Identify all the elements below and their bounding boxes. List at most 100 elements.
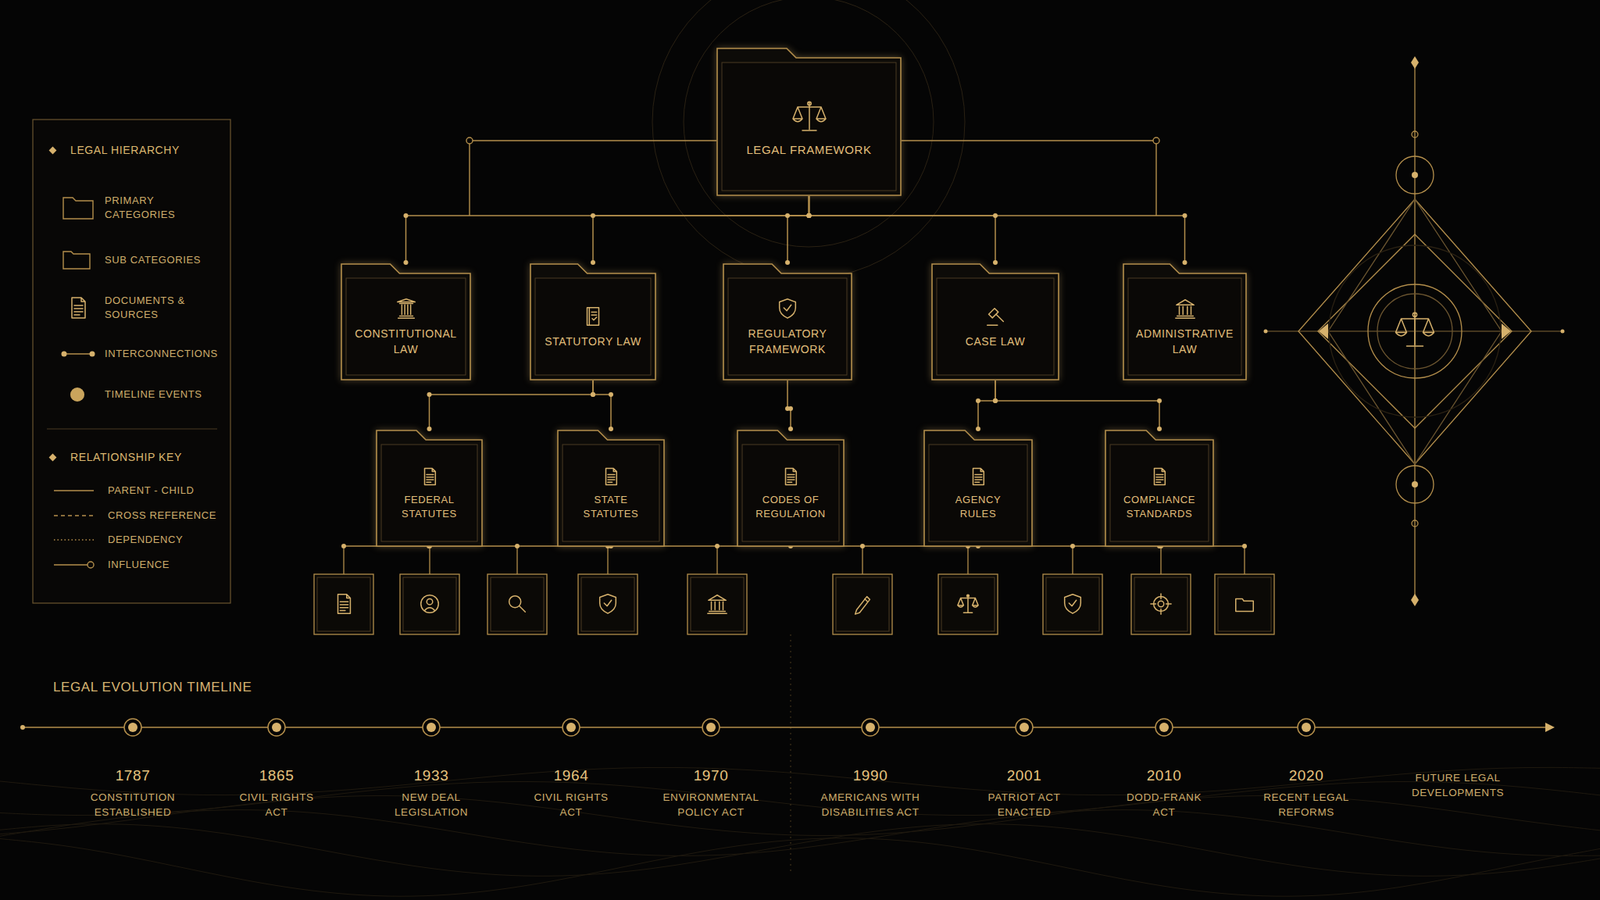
- legend-heading: RELATIONSHIP KEY: [70, 450, 183, 466]
- timeline-dot: [124, 718, 142, 736]
- timeline-event: PATRIOT ACT ENACTED: [973, 790, 1075, 821]
- document-icon: [707, 595, 727, 614]
- folder-outline: [1122, 263, 1247, 381]
- wave-texture: [0, 767, 1600, 897]
- folder-label: CONSTITUTIONAL LAW: [353, 326, 459, 358]
- bullet-diamond: [49, 453, 58, 462]
- subcategory-folder: COMPLIANCE STANDARDS: [1104, 429, 1215, 547]
- folder-outline: [1104, 429, 1215, 547]
- folder-icon: [780, 466, 801, 487]
- timeline-event: FUTURE LEGAL DEVELOPMENTS: [1410, 771, 1505, 801]
- timeline-event: RECENT LEGAL REFORMS: [1255, 790, 1358, 821]
- legend-sample: [63, 197, 93, 219]
- document-icon: [1235, 598, 1254, 611]
- timeline-axis: [20, 718, 1555, 736]
- folder-label: AGENCY RULES: [935, 492, 1021, 522]
- timeline-year: 1990: [827, 765, 914, 787]
- category-folder: REGULATORY FRAMEWORK: [722, 263, 853, 381]
- timeline-dot: [1155, 718, 1173, 736]
- category-folder: ADMINISTRATIVE LAW: [1122, 263, 1247, 381]
- legend-text: CROSS REFERENCE: [107, 508, 218, 523]
- legend-sample: [71, 297, 86, 318]
- timeline-dot: [1015, 718, 1033, 736]
- document-box: [1131, 574, 1191, 635]
- folder-icon: [775, 296, 800, 321]
- parent-child-connector: [592, 380, 611, 430]
- legend-text: DEPENDENCY: [107, 532, 218, 547]
- folder-icon: [983, 304, 1008, 329]
- document-icon: [509, 596, 526, 613]
- timeline-dot: [267, 718, 286, 736]
- folder-icon: [790, 97, 829, 136]
- document-box: [487, 574, 547, 635]
- ornament: [1265, 62, 1563, 602]
- parent-child-connector: [995, 380, 1160, 430]
- subcategory-folder: AGENCY RULES: [923, 429, 1033, 547]
- timeline-year: 1787: [89, 765, 176, 787]
- parent-child-connector: [429, 380, 594, 430]
- legend-sample: [53, 539, 94, 541]
- timeline-year: 1933: [388, 765, 475, 787]
- document-box: [1214, 574, 1275, 635]
- document-wires: [341, 520, 1247, 875]
- document-box: [314, 574, 374, 635]
- halo-ring: [652, 0, 965, 279]
- folder-outline: [529, 263, 657, 381]
- parent-child-connector: [978, 380, 996, 430]
- folder-icon: [581, 304, 605, 329]
- timeline-dot: [562, 718, 580, 736]
- folder-icon-glyph: [606, 467, 618, 485]
- folder-label: REGULATORY FRAMEWORK: [735, 326, 840, 358]
- legend-sample: [53, 490, 94, 492]
- folder-icon-glyph: [424, 467, 436, 485]
- document-icon: [1150, 593, 1172, 615]
- document-box: [1042, 574, 1103, 635]
- folder-label: COMPLIANCE STANDARDS: [1117, 492, 1202, 522]
- legend-text: SUB CATEGORIES: [104, 253, 215, 268]
- folder-icon: [967, 466, 989, 487]
- parent-child-connector: [809, 196, 1186, 264]
- root-folder: LEGAL FRAMEWORK: [716, 47, 902, 197]
- legend-sample: [63, 251, 90, 269]
- legend-text: DOCUMENTS & SOURCES: [104, 293, 215, 322]
- folder-label: LEGAL FRAMEWORK: [746, 141, 872, 158]
- timeline-event: DODD-FRANK ACT: [1119, 790, 1210, 821]
- subcategory-folder: FEDERAL STATUTES: [375, 429, 483, 547]
- timeline-event: ENVIRONMENTAL POLICY ACT: [656, 790, 766, 821]
- timeline-year: 2001: [981, 765, 1068, 787]
- folder-outline: [923, 429, 1033, 547]
- document-icon: [421, 595, 440, 614]
- folder-icon-glyph: [587, 307, 600, 326]
- timeline-dot: [422, 718, 440, 736]
- folder-outline: [375, 429, 483, 547]
- folder-icon-glyph: [785, 467, 797, 485]
- folder-label: FEDERAL STATUTES: [388, 492, 471, 522]
- subcategory-folder: STATE STATUTES: [557, 429, 665, 547]
- timeline-year: 1970: [667, 765, 754, 787]
- folder-icon: [394, 296, 418, 321]
- parent-child-connector: [592, 196, 810, 264]
- legend-text: PRIMARY CATEGORIES: [104, 193, 215, 222]
- folder-outline: [557, 429, 665, 547]
- timeline-year: 1964: [528, 765, 615, 787]
- folder-icon-glyph: [792, 101, 826, 131]
- folder-icon: [1149, 466, 1170, 487]
- subcategory-folder: CODES OF REGULATION: [736, 429, 845, 547]
- folder-icon-glyph: [1154, 467, 1166, 485]
- legend-text: INTERCONNECTIONS: [104, 346, 215, 361]
- parent-child-connector: [787, 196, 810, 264]
- folder-label: CODES OF REGULATION: [749, 492, 833, 522]
- category-folder: CASE LAW: [931, 263, 1060, 381]
- folder-label: CASE LAW: [965, 334, 1026, 350]
- folder-outline: [736, 429, 845, 547]
- folder-icon-glyph: [973, 467, 985, 485]
- document-box: [938, 574, 998, 635]
- folder-outline: [722, 263, 853, 381]
- folder-icon-glyph: [779, 299, 797, 318]
- timeline-year: 2020: [1263, 765, 1350, 787]
- junction-dots: [403, 213, 1188, 432]
- folder-outline: [340, 263, 472, 381]
- folder-label: STATE STATUTES: [569, 492, 653, 522]
- legend-text: PARENT - CHILD: [107, 483, 218, 498]
- legend-sample: [53, 515, 94, 517]
